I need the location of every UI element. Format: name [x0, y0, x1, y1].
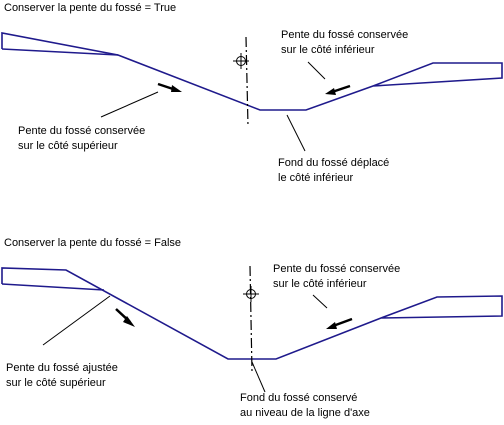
bottom-bottom-label: Fond du fossé conservé au niveau de la l…	[240, 392, 370, 419]
bottom-ditch-profile	[1, 267, 503, 360]
top-upper-side-leader	[100, 91, 159, 118]
bottom-lower-side-label: Pente du fossé conservée sur le côté inf…	[273, 263, 401, 290]
bottom-centerline-target-icon	[243, 286, 259, 302]
bottom-lower-side-leader	[312, 294, 328, 309]
top-bottom-leader	[286, 114, 306, 152]
top-upper-edge	[1, 48, 119, 56]
bottom-left-direction-arrow-icon	[115, 308, 135, 327]
bottom-upper-side-label: Pente du fossé ajustée sur le côté supér…	[6, 362, 118, 389]
top-lower-side-leader	[307, 61, 326, 80]
top-lower-side-label: Pente du fossé conservée sur le côté inf…	[281, 29, 409, 56]
top-ditch-profile	[1, 32, 503, 111]
bottom-section	[1, 265, 503, 393]
bottom-right-direction-arrow-icon	[326, 317, 353, 329]
top-upper-side-label: Pente du fossé conservée sur le côté sup…	[18, 125, 146, 152]
bottom-title: Conserver la pente du fossé = False	[4, 237, 182, 249]
top-centerline-axis	[245, 36, 249, 127]
bottom-bottom-leader	[251, 361, 266, 393]
top-title: Conserver la pente du fossé = True	[4, 2, 177, 14]
bottom-upper-side-leader	[42, 295, 111, 346]
top-centerline-target-icon	[233, 53, 249, 69]
top-right-direction-arrow-icon	[325, 84, 351, 95]
top-left-direction-arrow-icon	[157, 82, 182, 92]
top-bottom-label: Fond du fossé déplacé le côté inférieur	[278, 157, 390, 184]
bottom-centerline-axis	[249, 265, 253, 373]
top-section	[1, 32, 503, 152]
bottom-upper-edge	[1, 283, 105, 291]
